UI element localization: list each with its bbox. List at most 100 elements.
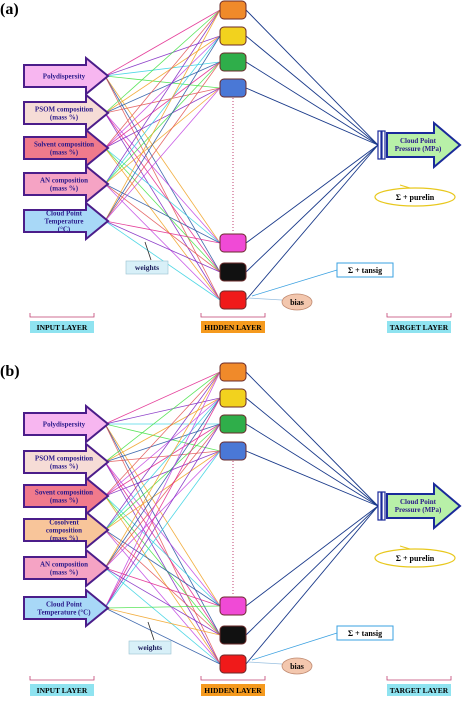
- output-weight-line: [245, 87, 379, 146]
- weight-line: [104, 35, 221, 77]
- weight-line: [104, 423, 221, 452]
- weight-line: [104, 87, 221, 185]
- bias-label: bias: [290, 662, 304, 671]
- input-label: (mass %): [50, 463, 79, 471]
- weight-line: [104, 605, 221, 609]
- output-label: Cloud Point: [400, 137, 437, 145]
- weight-line: [104, 567, 221, 665]
- input-label: (mass %): [50, 569, 79, 577]
- layer-label-bg: [30, 321, 94, 333]
- hidden-neuron: [219, 362, 247, 382]
- input-label: Temperature: [45, 218, 84, 226]
- input-label: PSOM composition: [35, 455, 93, 463]
- input-label: (°C): [58, 226, 71, 234]
- output-weight-line: [245, 397, 379, 507]
- hidden-neuron: [219, 625, 247, 645]
- input-label: Cloud Point: [46, 601, 83, 609]
- weight-line: [104, 75, 221, 89]
- output-weight-line: [245, 35, 379, 146]
- weight-line: [104, 220, 221, 273]
- tansig-label: Σ + tansig: [348, 629, 382, 638]
- input-node: AN composition(mass %): [23, 547, 110, 589]
- hidden-layer-label: HIDDEN LAYER: [200, 676, 266, 696]
- layer-label-text: TARGET LAYER: [390, 323, 449, 332]
- layer-bracket: [386, 313, 452, 318]
- weight-line: [104, 9, 221, 222]
- layer-bracket: [200, 676, 266, 681]
- input-node: Solvent composition(mass %): [23, 127, 110, 169]
- bias-pointer: [247, 661, 283, 665]
- hidden-neuron: [219, 290, 247, 310]
- weight-line: [104, 9, 221, 77]
- output-arrow-shape: [386, 120, 462, 170]
- input-hidden-connections: [104, 9, 221, 301]
- hidden-neuron: [219, 654, 247, 674]
- weight-line: [104, 35, 221, 222]
- weight-line: [104, 35, 221, 185]
- panel-label: (b): [0, 363, 20, 380]
- weight-line: [104, 61, 221, 222]
- input-label: Temperature (°C): [37, 609, 91, 617]
- input-label: (mass %): [50, 114, 79, 122]
- weight-line: [104, 147, 221, 273]
- input-label: (mass %): [50, 535, 79, 543]
- weight-line: [104, 529, 221, 607]
- layer-label-bg: [201, 684, 265, 696]
- input-hidden-connections: [104, 371, 221, 665]
- output-weight-line: [245, 450, 379, 507]
- target-layer-label: TARGET LAYER: [386, 313, 452, 333]
- output-label: Pressure (MPa): [395, 145, 442, 153]
- weight-line: [104, 87, 221, 114]
- hidden-neuron: [219, 78, 247, 98]
- weights-box: [128, 640, 172, 655]
- layer-label-text: TARGET LAYER: [390, 686, 449, 695]
- weight-line: [104, 567, 221, 636]
- weight-line: [104, 450, 221, 463]
- weight-line: [104, 61, 221, 149]
- purelin-label: Σ + purelin: [396, 193, 435, 202]
- tansig-label: Σ + tansig: [348, 266, 382, 275]
- hidden-neuron: [219, 26, 247, 46]
- weight-line: [104, 75, 221, 301]
- output-weight-line: [245, 144, 379, 301]
- weight-line: [104, 461, 221, 607]
- layer-label-bg: [387, 684, 451, 696]
- input-layer-label: INPUT LAYER: [29, 676, 95, 696]
- hidden-neuron: [219, 414, 247, 434]
- input-label: (mass %): [50, 497, 79, 505]
- weight-line: [104, 183, 221, 301]
- input-node: Polydispersity: [23, 55, 110, 97]
- weight-line: [104, 397, 221, 463]
- hidden-neuron: [219, 262, 247, 282]
- weight-line: [104, 397, 221, 531]
- weights-tag: weights: [125, 241, 169, 275]
- input-arrow-shape: [23, 547, 110, 589]
- purelin-label: Σ + purelin: [396, 554, 435, 563]
- purelin-ellipse: [374, 187, 456, 207]
- weights-pointer: [144, 241, 152, 261]
- weight-line: [104, 461, 221, 636]
- weight-line: [104, 220, 221, 244]
- input-layer-label: INPUT LAYER: [29, 313, 95, 333]
- hidden-output-connections: [245, 9, 379, 301]
- output-bar: [381, 130, 386, 160]
- weight-line: [104, 529, 221, 636]
- input-label: AN composition: [40, 561, 88, 569]
- weight-line: [104, 9, 221, 114]
- input-arrow-shape: [23, 475, 110, 517]
- weight-line: [104, 61, 221, 114]
- weight-line: [104, 35, 221, 114]
- layer-bracket: [29, 313, 95, 318]
- input-label: AN composition: [40, 177, 88, 185]
- hidden-neuron: [219, 388, 247, 408]
- output-bar: [377, 130, 382, 160]
- purelin-tag: Σ + purelin: [374, 545, 456, 568]
- weight-line: [104, 87, 221, 149]
- hidden-neuron: [219, 596, 247, 616]
- output-weight-line: [245, 505, 379, 665]
- bias-ellipse: [281, 657, 313, 675]
- layer-label-bg: [201, 321, 265, 333]
- input-label: Cosolvent: [49, 519, 79, 527]
